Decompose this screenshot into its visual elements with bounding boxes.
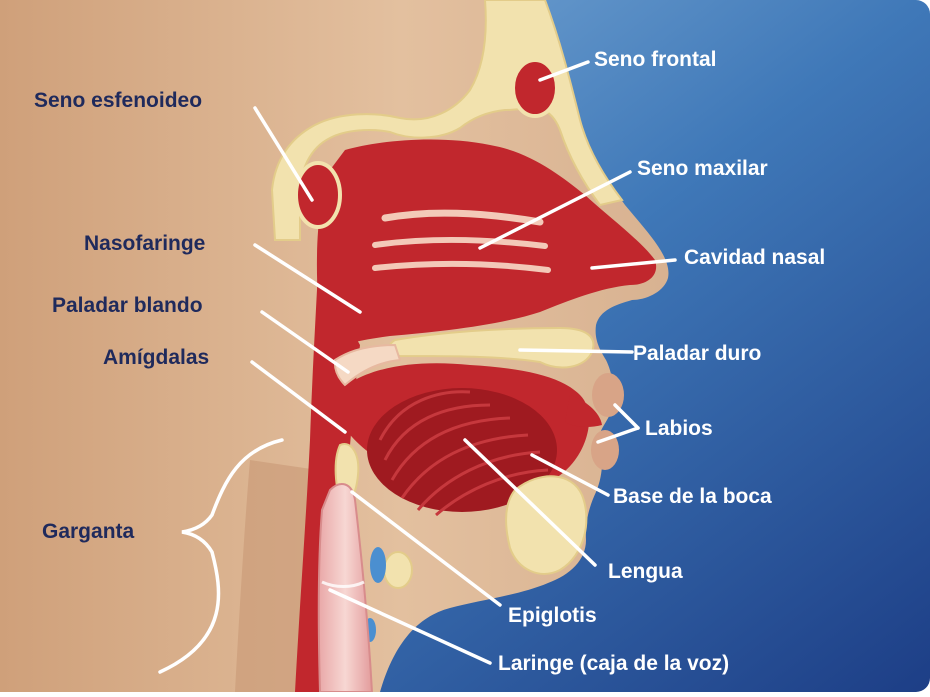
- sphenoid-sinus: [296, 163, 340, 227]
- label-amigdalas: Amígdalas: [103, 346, 209, 369]
- blue-cartilage-1: [370, 547, 386, 583]
- frontal-sinus: [513, 60, 557, 116]
- label-base-de-la-boca: Base de la boca: [613, 485, 772, 508]
- hyoid-bone: [384, 552, 412, 588]
- label-seno-maxilar: Seno maxilar: [637, 157, 768, 180]
- label-cavidad-nasal: Cavidad nasal: [684, 246, 825, 269]
- label-lengua: Lengua: [608, 560, 683, 583]
- label-laringe: Laringe (caja de la voz): [498, 652, 729, 675]
- label-paladar-duro: Paladar duro: [633, 342, 761, 365]
- label-epiglotis: Epiglotis: [508, 604, 597, 627]
- label-paladar-blando: Paladar blando: [52, 294, 203, 317]
- label-nasofaringe: Nasofaringe: [84, 232, 205, 255]
- label-labios: Labios: [645, 417, 713, 440]
- label-seno-frontal: Seno frontal: [594, 48, 717, 71]
- label-garganta: Garganta: [42, 520, 135, 543]
- label-seno-esfenoideo: Seno esfenoideo: [34, 89, 202, 112]
